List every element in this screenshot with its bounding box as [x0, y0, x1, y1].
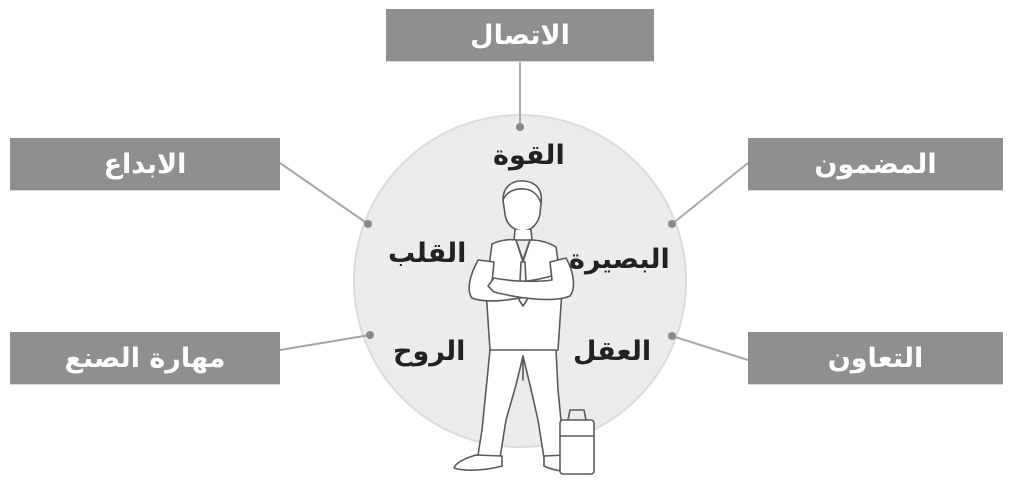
inner-label-left-bottom: الروح — [393, 336, 466, 367]
connector-dot-right-bottom — [668, 332, 676, 340]
businessman-illustration — [453, 180, 595, 475]
connector-dot-top — [516, 123, 524, 131]
connector-left-bottom — [279, 334, 371, 351]
connector-dot-left-top — [364, 220, 372, 228]
connector-dot-left-bottom — [366, 331, 374, 339]
inner-label-left-top: القلب — [388, 238, 467, 269]
inner-label-right-top: البصيرة — [569, 244, 670, 275]
inner-label-right-bottom: العقل — [573, 336, 652, 367]
label-box-right-top: المضمون — [748, 138, 1003, 190]
label-box-top: الاتصال — [386, 9, 654, 61]
connector-left-top — [279, 162, 369, 225]
label-box-right-bottom: التعاون — [748, 332, 1003, 384]
connector-dot-right-top — [668, 220, 676, 228]
inner-label-top: القوة — [493, 140, 565, 171]
label-box-left-bottom: مهارة الصنع — [10, 332, 280, 384]
label-box-left-top: الابداع — [10, 138, 280, 190]
connector-right-bottom — [671, 335, 749, 361]
connector-right-top — [671, 162, 749, 225]
